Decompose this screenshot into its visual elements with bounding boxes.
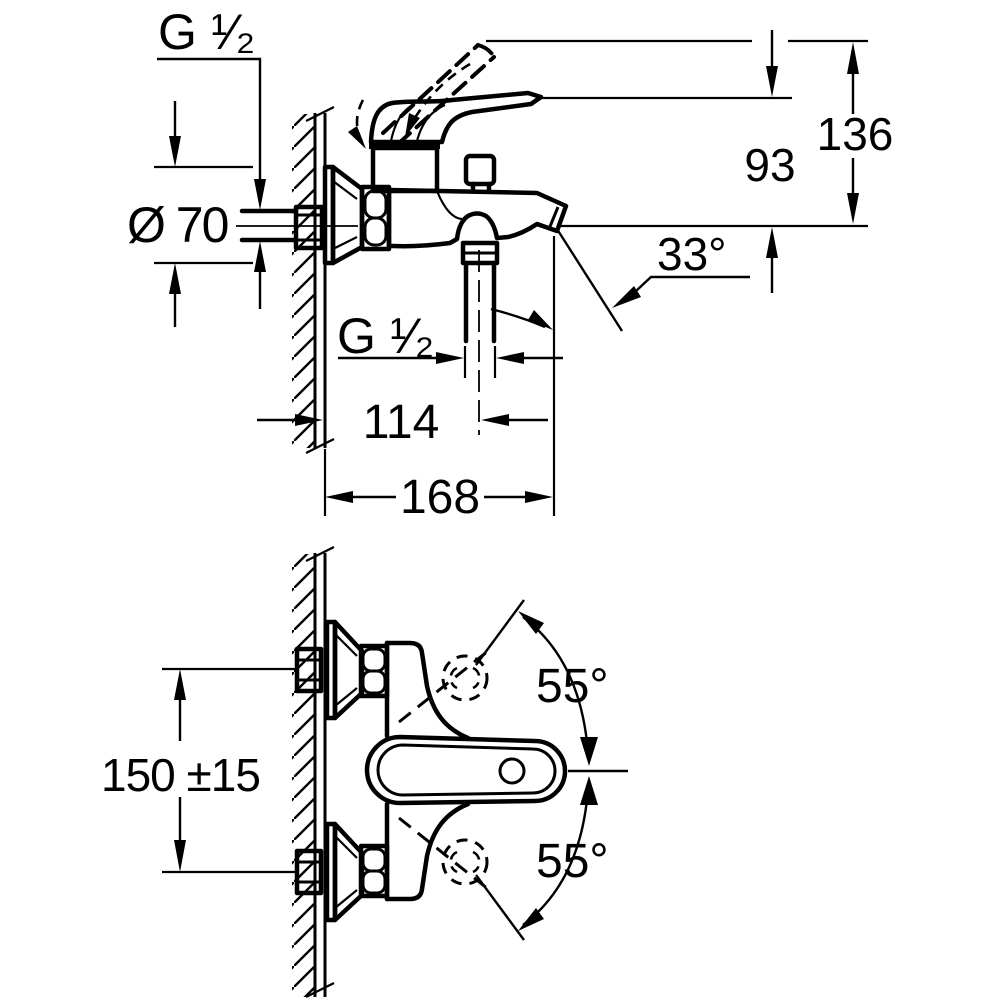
rotation-arc: [406, 62, 471, 131]
lever-front: [364, 734, 568, 806]
side-view: G ¹⁄₂ Ø 70 93 136: [127, 4, 893, 524]
shower-outlet-position-top: [441, 654, 489, 702]
supply-pipe: [236, 204, 358, 251]
dim-label-height-lever: 93: [744, 139, 795, 191]
cartridge-housing: [370, 145, 440, 194]
wall-union-hex: [294, 848, 324, 896]
wall-break-mark: [305, 982, 335, 998]
dim-label-depth-shower: 114: [363, 396, 440, 449]
dim-label-supply-thread: G ¹⁄₂: [158, 4, 255, 60]
escutcheon: [322, 164, 365, 266]
dim-label-connection-centres: 150 ±15: [101, 749, 260, 801]
side-view-dimensions: G ¹⁄₂ Ø 70 93 136: [127, 4, 893, 524]
rotation-arrow: [348, 126, 366, 149]
wall-union-hex: [293, 204, 325, 251]
dim-label-swivel-up: 55°: [536, 660, 609, 713]
spout-direction-line: [555, 228, 624, 332]
shower-hose-connection: [460, 240, 500, 435]
wall-section: [292, 546, 335, 998]
swivel-arc: [490, 307, 546, 329]
shower-outlet-position-bottom: [441, 838, 489, 886]
wall-union-hex: [294, 646, 324, 694]
wall-break-mark: [305, 438, 335, 454]
wall-section: [292, 106, 335, 454]
rotation-arc: [355, 99, 367, 148]
lever-seam: [369, 142, 440, 149]
dim-label-spout-angle: 33°: [657, 228, 727, 280]
diverter-knob: [463, 153, 497, 194]
dim-label-depth-total: 168: [400, 471, 480, 524]
dim-label-height-total: 136: [817, 108, 894, 160]
rotation-arrow: [405, 113, 420, 137]
body-contour: [435, 190, 463, 221]
faucet-body-front: [384, 640, 471, 902]
front-view-dimensions: 150 ±15 55° 55°: [101, 599, 628, 941]
front-view: 150 ±15 55° 55°: [101, 546, 628, 998]
union-nut: [359, 184, 392, 252]
body-outline: [386, 187, 569, 249]
faucet-body: [370, 145, 569, 435]
lever-hole: [498, 757, 526, 785]
lever-raised-dashed: [348, 43, 496, 149]
dim-label-escutcheon-diameter: Ø 70: [127, 197, 228, 253]
spout-rim: [547, 206, 560, 230]
dim-label-shower-thread: G ¹⁄₂: [337, 308, 434, 364]
wall-break-mark: [305, 106, 335, 122]
wall-break-mark: [305, 546, 335, 562]
swivel-positions: [398, 649, 489, 891]
